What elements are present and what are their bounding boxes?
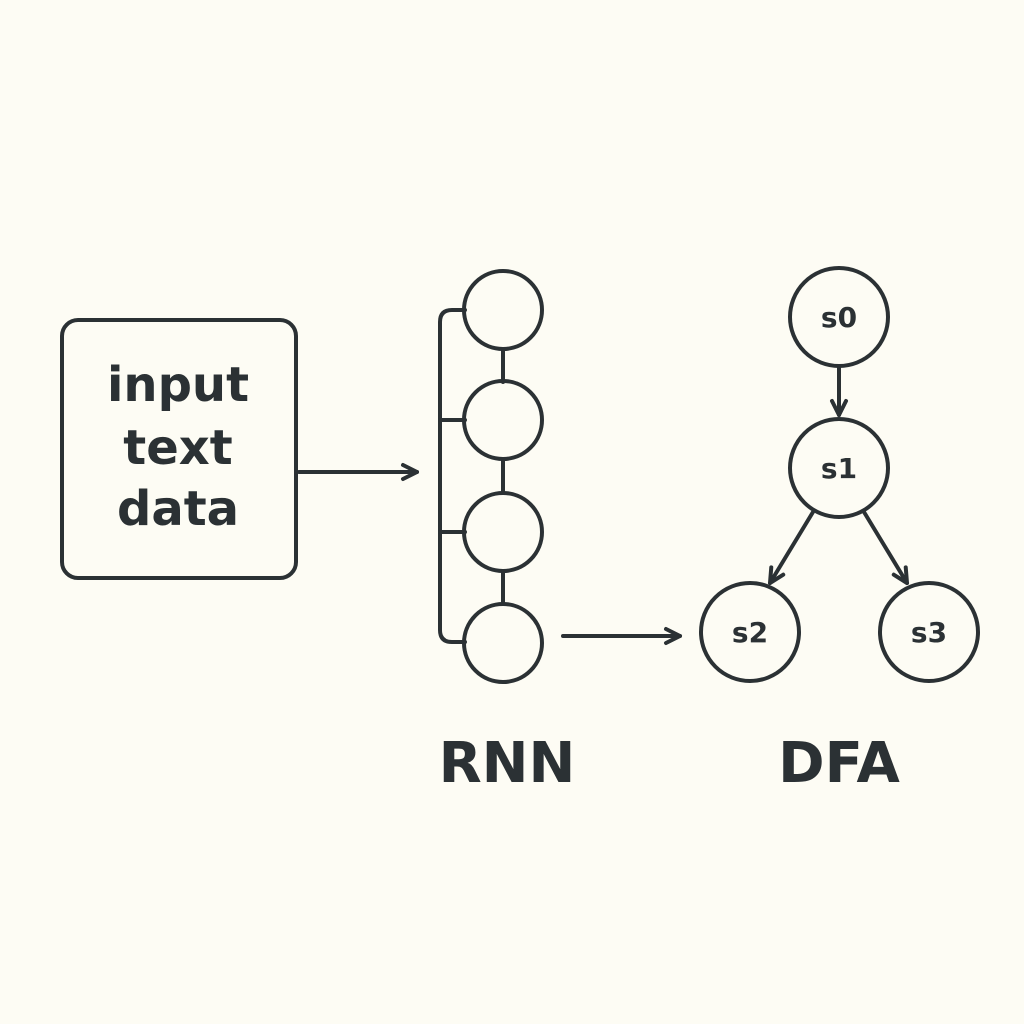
dfa-state-s1-label: s1 xyxy=(821,452,857,485)
dfa-state-s2 xyxy=(699,581,801,683)
dfa-state-s1 xyxy=(788,417,890,519)
dfa-state-s0 xyxy=(788,266,890,368)
input-box-line-1: input xyxy=(107,357,249,413)
rnn-unit-2 xyxy=(462,379,544,461)
input-box-line-3: data xyxy=(117,481,239,537)
dfa-state-s2-label: s2 xyxy=(732,616,768,649)
dfa-state-s3-label: s3 xyxy=(911,616,947,649)
rnn-stack xyxy=(438,269,544,684)
input-box: input text data xyxy=(60,318,298,580)
dfa-transition-s1-s3 xyxy=(862,510,909,585)
rnn-unit-1 xyxy=(462,269,544,351)
dfa-state-s0-label: s0 xyxy=(821,301,857,334)
dfa-graph: s0 s1 s2 s3 xyxy=(699,266,980,683)
dfa-transition-s1-s2 xyxy=(768,510,815,585)
rnn-bracket xyxy=(438,308,467,644)
dfa-title: DFA xyxy=(778,731,900,796)
dfa-state-s3 xyxy=(878,581,980,683)
input-box-frame xyxy=(60,318,298,580)
rnn-title: RNN xyxy=(439,731,576,796)
input-box-line-2: text xyxy=(123,420,232,476)
rnn-unit-4 xyxy=(462,602,544,684)
rnn-unit-3 xyxy=(462,491,544,573)
